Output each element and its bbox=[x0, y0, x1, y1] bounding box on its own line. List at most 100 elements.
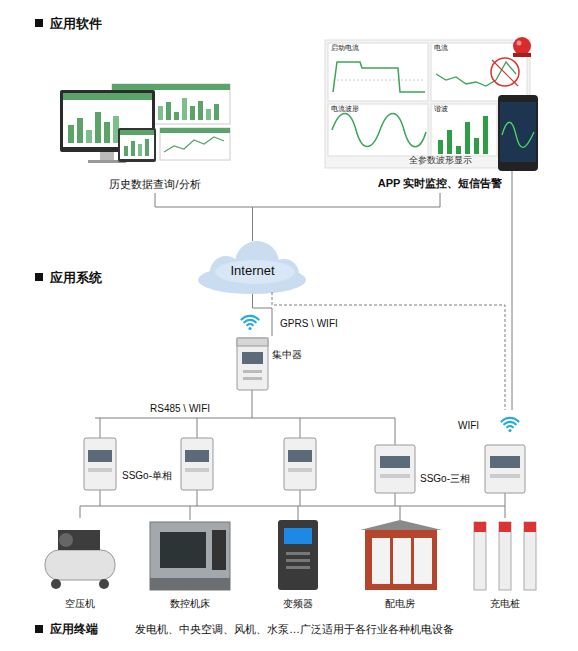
section-bullet bbox=[35, 625, 43, 633]
air-compressor bbox=[51, 579, 61, 589]
waveform-panel bbox=[436, 62, 516, 86]
dashboard-screens bbox=[86, 130, 92, 143]
link-label: RS485 \ WIFI bbox=[150, 403, 210, 415]
meter-device bbox=[84, 438, 525, 493]
power-room bbox=[360, 520, 442, 590]
chart-title: 启动电流 bbox=[331, 44, 359, 52]
dashboard-screens bbox=[158, 106, 163, 120]
software-block: 历史数据查询/分析 bbox=[55, 80, 255, 193]
dashboard-screens bbox=[190, 106, 195, 120]
section-heading: 应用终端 bbox=[50, 622, 98, 636]
waveform-panel bbox=[492, 60, 518, 86]
equipment-node: 变频器 bbox=[248, 515, 348, 612]
inverter bbox=[278, 520, 318, 590]
waveform-panel bbox=[517, 41, 522, 46]
power-room bbox=[365, 530, 437, 590]
node-text: 充电桩 bbox=[455, 598, 555, 610]
charging-pile bbox=[524, 522, 536, 590]
waveform-panel bbox=[491, 58, 519, 86]
dashboard-screens bbox=[60, 84, 230, 163]
app-block: 全参数波形显示APP 实时监控、短信告警 bbox=[340, 38, 540, 193]
waveform-panel bbox=[325, 37, 538, 171]
wifi-symbol bbox=[507, 426, 513, 427]
section-bullet bbox=[35, 19, 43, 27]
wire bbox=[95, 418, 395, 419]
dashboard-screens bbox=[100, 152, 114, 160]
wifi-symbol bbox=[248, 327, 251, 330]
link-label: WIFI bbox=[458, 420, 479, 432]
wire bbox=[80, 506, 505, 520]
dashboard-screens bbox=[145, 139, 149, 156]
equipment-node: 数控机床 bbox=[140, 515, 240, 612]
waveform-panel bbox=[447, 130, 452, 154]
dashboard-screens bbox=[166, 102, 171, 120]
waveform-panel bbox=[328, 104, 428, 156]
dashboard-screens bbox=[112, 84, 230, 90]
dashboard-screens bbox=[95, 112, 101, 143]
cnc-machine bbox=[150, 522, 230, 590]
node-text: 配电房 bbox=[350, 598, 450, 610]
waveform-panel bbox=[333, 80, 425, 81]
equipment-node: 配电房 bbox=[350, 515, 450, 612]
dashboard-screens bbox=[118, 128, 156, 162]
waveform-panel bbox=[431, 43, 527, 101]
charging-pile bbox=[499, 522, 511, 532]
concentrator-device bbox=[243, 370, 262, 373]
section-heading: 应用软件 bbox=[50, 16, 102, 32]
waveform-panel bbox=[502, 122, 534, 147]
wire bbox=[100, 490, 505, 506]
waveform-panel bbox=[513, 37, 531, 55]
wire bbox=[512, 171, 513, 410]
charging-pile bbox=[474, 522, 536, 590]
air-compressor bbox=[45, 550, 115, 580]
connector-line bbox=[253, 193, 441, 241]
concentrator-device bbox=[242, 352, 263, 364]
meter-device bbox=[288, 468, 312, 472]
dashboard-screens bbox=[160, 128, 230, 133]
dashboard-screens bbox=[68, 125, 74, 143]
note-text: 发电机、中央空调、风机、水泵…广泛适用于各行业各种机电设备 bbox=[135, 623, 454, 636]
power-room bbox=[360, 520, 442, 530]
charging-pile bbox=[499, 522, 511, 590]
node-text: 集中器 bbox=[272, 349, 312, 361]
waveform-panel bbox=[438, 140, 443, 154]
air-compressor bbox=[58, 530, 100, 550]
section-bullet bbox=[35, 19, 43, 633]
dashboard-screens bbox=[131, 141, 135, 156]
meter-device bbox=[88, 468, 112, 472]
meter-device bbox=[84, 438, 116, 490]
charging-pile bbox=[524, 522, 536, 532]
dashboard-screens bbox=[182, 98, 187, 120]
meter-device bbox=[380, 456, 410, 468]
dashboard-screens bbox=[164, 137, 224, 152]
concentrator-device bbox=[237, 338, 268, 390]
waveform-panel bbox=[483, 116, 488, 154]
air-compressor bbox=[99, 579, 109, 589]
meter-device bbox=[490, 456, 520, 468]
dashboard-screens bbox=[138, 144, 142, 156]
concentrator-device bbox=[237, 338, 268, 346]
link-label: GPRS \ WIFI bbox=[280, 318, 338, 330]
cnc-machine bbox=[212, 530, 226, 570]
waveform-panel bbox=[332, 114, 426, 147]
meter-device bbox=[380, 474, 410, 478]
dashboard-screens bbox=[124, 146, 128, 156]
meter-device bbox=[185, 450, 209, 462]
waveform-panel bbox=[465, 122, 470, 154]
cloud-node: Internet bbox=[195, 241, 310, 294]
inverter bbox=[286, 566, 310, 569]
node-text: 数控机床 bbox=[140, 598, 240, 610]
wire bbox=[80, 506, 505, 507]
wifi-symbol bbox=[508, 429, 511, 432]
cnc-machine bbox=[160, 532, 206, 568]
concentrator-node: 集中器 bbox=[232, 336, 312, 392]
chart-title: 电流波形 bbox=[331, 105, 359, 113]
dashboard-screens bbox=[206, 109, 211, 120]
power-room bbox=[393, 538, 411, 584]
section-bullet bbox=[35, 273, 43, 281]
meter-device bbox=[288, 450, 312, 462]
chart-title: 谐波 bbox=[434, 105, 448, 113]
waveform-panel bbox=[474, 138, 479, 154]
charging-pile bbox=[474, 522, 486, 590]
waveform-panel bbox=[431, 104, 497, 156]
